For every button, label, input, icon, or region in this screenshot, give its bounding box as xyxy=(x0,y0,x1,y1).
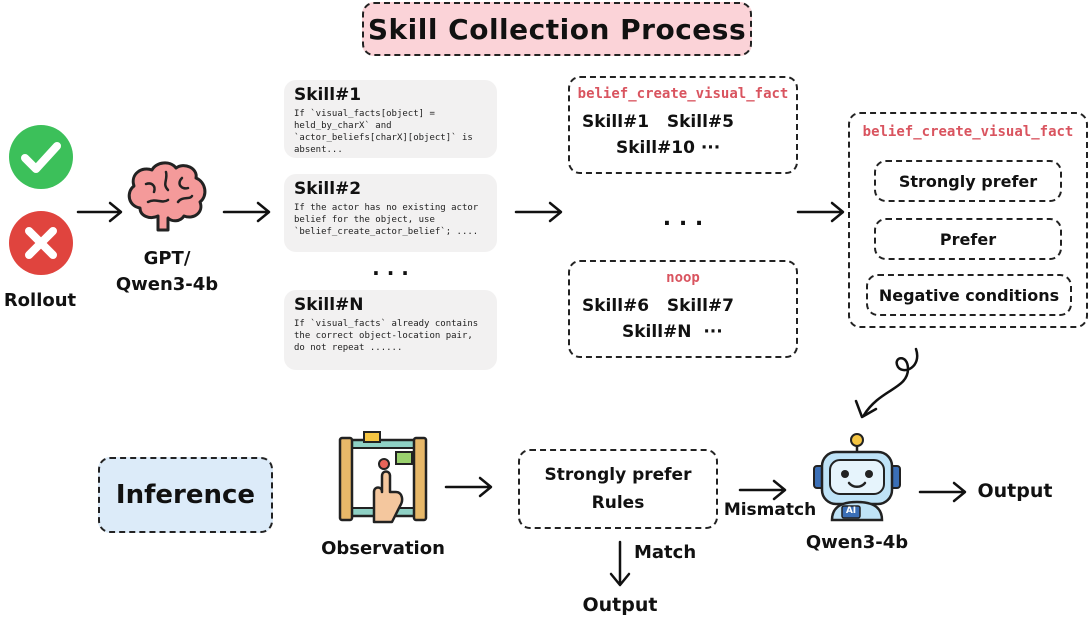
group-skills-line: Skill#6 Skill#7 xyxy=(582,296,734,316)
model-label-inference: Qwen3-4b xyxy=(805,532,909,553)
skill-card: Skill#N If `visual_facts` already contai… xyxy=(284,290,497,370)
model-output-label: Output xyxy=(977,480,1053,502)
rule-set-name: belief_create_visual_fact xyxy=(862,124,1074,140)
skill-text: If the actor has no existing actor belie… xyxy=(294,203,479,237)
skill-title: Skill#N xyxy=(294,295,364,315)
arrow-model-to-output xyxy=(918,481,967,503)
skill-group-box: belief_create_visual_fact Skill#1 Skill#… xyxy=(568,76,798,174)
arrow-skills-to-groups xyxy=(514,201,563,223)
skill-group-box: noop Skill#6 Skill#7 Skill#N ··· xyxy=(568,260,798,358)
observation-label: Observation xyxy=(321,538,445,559)
cross-icon xyxy=(9,211,73,275)
rollout-label: Rollout xyxy=(3,290,77,311)
model-label: GPT/ Qwen3-4b xyxy=(115,248,219,295)
match-output-label: Output xyxy=(582,594,658,616)
skill-card: Skill#2 If the actor has no existing act… xyxy=(284,174,497,252)
skills-ellipsis: . . . xyxy=(372,256,409,280)
skill-text: If `visual_facts[object] = held_by_charX… xyxy=(294,109,473,155)
robot-badge: AI xyxy=(845,506,857,516)
observation-icon xyxy=(338,431,428,524)
group-skills-line: Skill#10 ··· xyxy=(616,138,721,158)
group-skills-line: Skill#1 Skill#5 xyxy=(582,112,734,132)
rule-negative-conditions: Negative conditions xyxy=(866,274,1072,316)
arrow-groups-to-rules xyxy=(796,201,845,223)
skill-card: Skill#1 If `visual_facts[object] = held_… xyxy=(284,80,497,158)
arrow-rules-to-model xyxy=(854,347,919,419)
arrow-match-down xyxy=(609,540,631,587)
skill-title: Skill#2 xyxy=(294,179,362,199)
rule-strongly-prefer: Strongly prefer xyxy=(874,160,1062,202)
brain-icon xyxy=(127,161,207,232)
skill-title: Skill#1 xyxy=(294,85,362,105)
arrow-model-to-skills xyxy=(222,201,271,223)
rule-prefer: Prefer xyxy=(874,218,1062,260)
group-name: noop xyxy=(666,270,700,286)
inference-label: Inference xyxy=(98,457,273,533)
groups-ellipsis: . . . xyxy=(662,206,704,231)
arrow-rollout-to-model xyxy=(76,201,123,223)
arrow-mismatch xyxy=(738,479,787,501)
group-skills-line: Skill#N ··· xyxy=(622,322,723,342)
check-icon xyxy=(9,125,73,189)
strongly-prefer-rules-box: Strongly prefer Rules xyxy=(518,449,718,529)
arrow-observation-to-rules xyxy=(444,476,493,498)
rule-set-box: belief_create_visual_fact Strongly prefe… xyxy=(848,112,1088,328)
diagram-title: Skill Collection Process xyxy=(362,2,752,56)
skill-text: If `visual_facts` already contains the c… xyxy=(294,319,479,353)
match-label: Match xyxy=(634,542,697,563)
mismatch-label: Mismatch xyxy=(723,500,817,520)
robot-icon xyxy=(813,433,901,522)
group-name: belief_create_visual_fact xyxy=(577,86,789,102)
